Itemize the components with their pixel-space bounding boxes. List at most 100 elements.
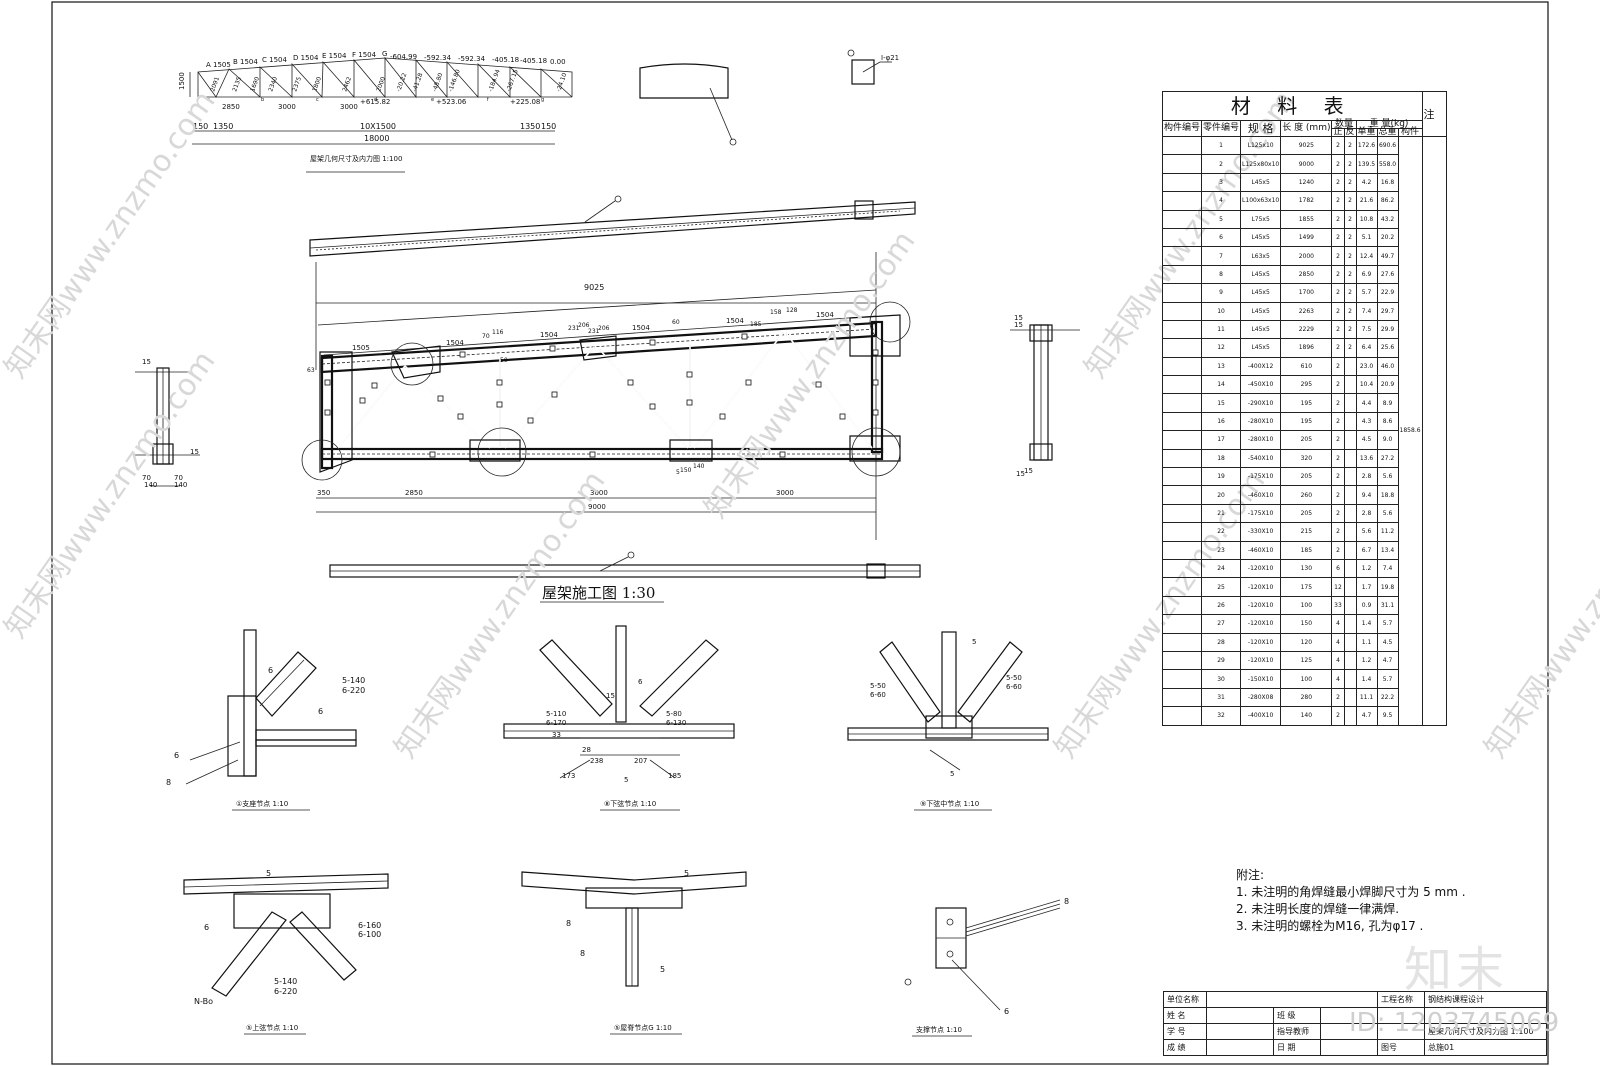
truss-mark-3: 231 — [568, 325, 580, 332]
geo-dim-5: 150 — [541, 122, 556, 131]
material-qty-neg — [1343, 356, 1357, 377]
material-note-cell — [1421, 136, 1447, 726]
material-member-cell — [1161, 283, 1203, 303]
material-member-cell — [1161, 135, 1203, 156]
detail-support: 6 5-140 6-220 6 6 8 ①支座节点 1:10 — [166, 629, 365, 811]
material-length: 195 — [1280, 411, 1333, 432]
material-qty-pos: 6 — [1331, 558, 1345, 579]
material-total-weight: 20.9 — [1376, 375, 1399, 395]
material-member-cell — [1161, 393, 1203, 413]
material-qty-pos: 2 — [1331, 246, 1345, 266]
material-qty-pos: 2 — [1331, 209, 1345, 229]
geo-panel-c: C 1504 — [262, 56, 287, 64]
material-qty-pos: 2 — [1331, 375, 1345, 395]
right-end-mark-1: 15 — [1014, 314, 1023, 322]
material-part-no: 6 — [1201, 227, 1242, 248]
material-member-cell — [1161, 430, 1203, 450]
material-total-weight: 43.2 — [1376, 209, 1399, 229]
material-length: 100 — [1280, 595, 1333, 616]
material-unit-weight: 1.4 — [1355, 614, 1378, 634]
truss-dim-top-2: 1504 — [446, 339, 464, 347]
truss-mark-2: 116 — [492, 329, 504, 336]
material-unit-weight: 10.8 — [1355, 209, 1378, 229]
material-member-cell — [1161, 227, 1203, 248]
material-member-cell — [1161, 522, 1203, 542]
hdr-total-weight: 总重 — [1376, 127, 1399, 137]
material-spec: L45x5 — [1240, 319, 1282, 340]
material-member-cell — [1161, 503, 1203, 524]
d1-caption: ①支座节点 1:10 — [236, 799, 288, 808]
material-qty-neg — [1343, 669, 1357, 689]
material-spec: L125x10 — [1240, 135, 1282, 156]
right-end-mark-2: 15 — [1014, 321, 1023, 329]
d9-weld-3: 6-60 — [870, 691, 886, 699]
material-total-weight: 5.7 — [1376, 614, 1399, 634]
truss-dim-bottom-2: 2850 — [405, 489, 423, 497]
material-total-weight: 29.9 — [1376, 319, 1399, 340]
geo-node-a: a — [207, 97, 210, 103]
geo-panel-g: G — [382, 50, 387, 58]
material-spec: L45x5 — [1240, 264, 1282, 285]
tb-teacher-label: 指导教师 — [1273, 1023, 1321, 1040]
material-table-title: 材 料 表 — [1162, 91, 1423, 121]
material-part-no: 29 — [1201, 650, 1242, 671]
material-length: 100 — [1280, 669, 1333, 689]
material-qty-neg — [1343, 706, 1357, 726]
detail-bracing: 8 6 支撑节点 1:10 — [904, 897, 1069, 1037]
material-total-weight: 8.6 — [1376, 411, 1399, 432]
material-member-cell — [1161, 632, 1203, 652]
material-qty-pos: 2 — [1331, 301, 1345, 321]
material-length: 1240 — [1280, 172, 1333, 193]
watermark-7: 知末网www.znzmo.com — [1478, 465, 1600, 765]
material-qty-pos: 4 — [1331, 632, 1345, 652]
truss-dim-top-5: 1504 — [726, 317, 744, 325]
geo-diag-11: -48.80 — [431, 72, 444, 93]
geo-diag-12: -146.80 — [447, 68, 462, 92]
material-qty-neg — [1343, 430, 1357, 450]
bolt-ref-label: I-φ21 — [881, 54, 899, 62]
material-part-no: 21 — [1201, 503, 1242, 524]
geo-caption: 屋架几何尺寸及内力图 1:100 — [310, 154, 402, 163]
material-spec: -120X10 — [1240, 632, 1282, 652]
left-end-mark-3: 70 — [142, 474, 151, 482]
geo-diag-14: -267.15 — [505, 68, 520, 92]
material-part-no: 4 — [1201, 191, 1242, 211]
material-spec: L125x80x10 — [1240, 154, 1282, 174]
material-unit-weight: 4.3 — [1355, 411, 1378, 432]
material-spec: -460X10 — [1240, 485, 1282, 505]
material-total-weight: 49.7 — [1376, 246, 1399, 266]
geo-force-top-6: 0.00 — [550, 58, 566, 66]
d5-weld-7: N-Bo — [194, 997, 213, 1006]
material-part-no: 2 — [1201, 154, 1242, 174]
detail-ridge: 5 8 8 5 ⑤屋脊节点G 1:10 — [521, 869, 747, 1035]
material-qty-neg: 2 — [1343, 301, 1357, 321]
material-spec: -120X10 — [1240, 650, 1282, 671]
material-spec: -280X08 — [1240, 687, 1282, 708]
brace-weld-2: 6 — [1004, 1007, 1009, 1016]
ridge-weld-2: 8 — [566, 919, 571, 928]
main-truss: 9025 1505 1504 1504 1504 1504 1504 — [301, 252, 911, 540]
material-qty-pos: 2 — [1331, 706, 1345, 726]
truss-mark-1: 70 — [482, 333, 490, 340]
d9-weld-4: 5-50 — [1006, 674, 1022, 682]
d5-weld-3: 6-160 — [358, 921, 381, 930]
tb-unit-value — [1206, 991, 1378, 1008]
material-length: 1896 — [1280, 338, 1333, 358]
material-spec: L45x5 — [1240, 172, 1282, 193]
truss-mark-14: 50 — [500, 357, 508, 364]
truss-mark-15: 63 — [307, 367, 315, 374]
hdr-qty: 数量 — [1331, 120, 1357, 129]
material-part-no: 11 — [1201, 319, 1242, 340]
